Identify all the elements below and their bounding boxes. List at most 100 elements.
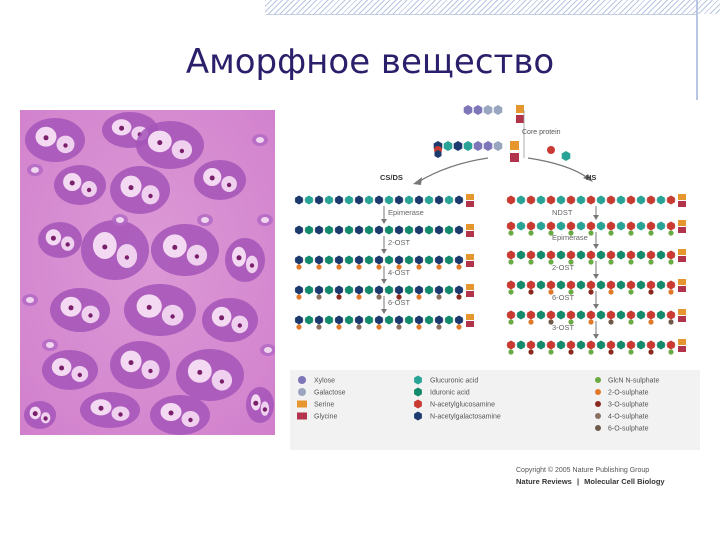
sugar-unit <box>415 256 423 265</box>
sugar-unit <box>305 256 313 265</box>
sulphate-mark <box>376 294 381 299</box>
sugar-unit <box>435 226 443 235</box>
nucleus <box>170 314 174 318</box>
sugar-unit <box>647 196 655 205</box>
sulphate-mark <box>508 259 513 264</box>
sugar-unit <box>295 286 303 295</box>
arrowhead-left <box>413 177 422 185</box>
sugar-unit <box>587 196 595 205</box>
sugar-unit <box>637 341 645 350</box>
sugar-unit <box>617 222 625 231</box>
sugar-unit <box>335 196 343 205</box>
sugar-unit <box>375 196 383 205</box>
sugar-unit <box>537 251 545 260</box>
serine-block <box>466 314 474 320</box>
sugar-unit <box>597 196 605 205</box>
sugar-unit <box>607 341 615 350</box>
sugar-unit <box>305 286 313 295</box>
right-step-2: Epimerase <box>552 233 588 242</box>
legend-label: N-acetylglucosamine <box>430 402 495 409</box>
glycine-block <box>678 256 686 262</box>
sugar-unit <box>415 226 423 235</box>
sulphate-mark <box>416 264 421 269</box>
legend-label: 3-O-sulphate <box>608 402 649 409</box>
header-rule <box>266 14 697 15</box>
sulphate-mark <box>336 264 341 269</box>
legend-label: Glycine <box>314 414 337 421</box>
sugar-unit <box>567 251 575 260</box>
sugar-unit <box>577 251 585 260</box>
lacuna <box>26 297 34 303</box>
legend-swatch <box>595 389 601 395</box>
sugar-unit <box>315 196 323 205</box>
sugar-unit <box>657 222 665 231</box>
legend-swatch <box>595 425 601 431</box>
sugar-unit <box>657 196 665 205</box>
sugar-unit <box>405 256 413 265</box>
nucleus <box>157 140 162 145</box>
legend-label: N-acetylgalactosamine <box>430 414 501 421</box>
nucleus <box>250 263 254 267</box>
sulphate-mark <box>608 289 613 294</box>
nucleus <box>118 412 122 416</box>
sugar-unit <box>405 286 413 295</box>
sugar-unit <box>657 251 665 260</box>
right-step-5: 3-OST <box>552 323 575 332</box>
sugar-unit <box>435 286 443 295</box>
sugar-unit <box>547 281 555 290</box>
sugar-unit <box>455 226 463 235</box>
sugar-unit <box>507 311 515 320</box>
sulphate-mark <box>528 259 533 264</box>
sugar-unit <box>557 196 565 205</box>
sugar-unit <box>637 251 645 260</box>
sulphate-mark <box>436 264 441 269</box>
legend-label: Iduronic acid <box>430 390 470 397</box>
sugar-unit <box>454 141 463 151</box>
sulphate-mark <box>456 264 461 269</box>
sugar-unit <box>415 196 423 205</box>
sugar-unit <box>375 226 383 235</box>
journal-brand: Nature Reviews | Molecular Cell Biology <box>516 477 665 486</box>
nucleus <box>263 407 267 411</box>
nucleus <box>78 373 82 377</box>
branch-arrow-right <box>528 158 588 178</box>
serine-block <box>510 141 519 150</box>
legend-swatch <box>298 388 306 396</box>
header-hatch-decoration <box>265 0 720 14</box>
sugar-unit <box>627 281 635 290</box>
sulphate-mark <box>296 294 301 299</box>
sulphate-mark <box>588 289 593 294</box>
sulphate-mark <box>508 289 513 294</box>
sugar-unit <box>425 316 433 325</box>
nucleus <box>70 181 75 186</box>
sugar-unit <box>325 196 333 205</box>
glycine-block <box>678 286 686 292</box>
sugar-unit <box>527 251 535 260</box>
sugar-unit <box>325 286 333 295</box>
nucleus <box>180 149 184 153</box>
sulphate-mark <box>668 319 673 324</box>
sugar-unit <box>617 196 625 205</box>
sugar-unit <box>617 311 625 320</box>
sugar-unit <box>637 281 645 290</box>
glycine-block <box>466 201 474 207</box>
nucleus <box>88 313 92 317</box>
sugar-unit <box>667 311 675 320</box>
sugar-unit <box>425 226 433 235</box>
sugar-unit <box>517 311 525 320</box>
sulphate-mark <box>588 319 593 324</box>
sugar-unit <box>335 286 343 295</box>
sugar-unit <box>355 226 363 235</box>
left-step-1: Epimerase <box>388 208 424 217</box>
sugar-unit <box>474 105 483 115</box>
sugar-unit <box>315 286 323 295</box>
sugar-unit <box>562 151 571 161</box>
sugar-unit <box>647 222 655 231</box>
sugar-unit <box>345 226 353 235</box>
sulphate-mark <box>668 349 673 354</box>
sugar-unit <box>445 316 453 325</box>
sugar-unit <box>415 316 423 325</box>
sugar-unit <box>484 141 493 151</box>
sugar-unit <box>597 311 605 320</box>
sugar-unit <box>567 196 575 205</box>
